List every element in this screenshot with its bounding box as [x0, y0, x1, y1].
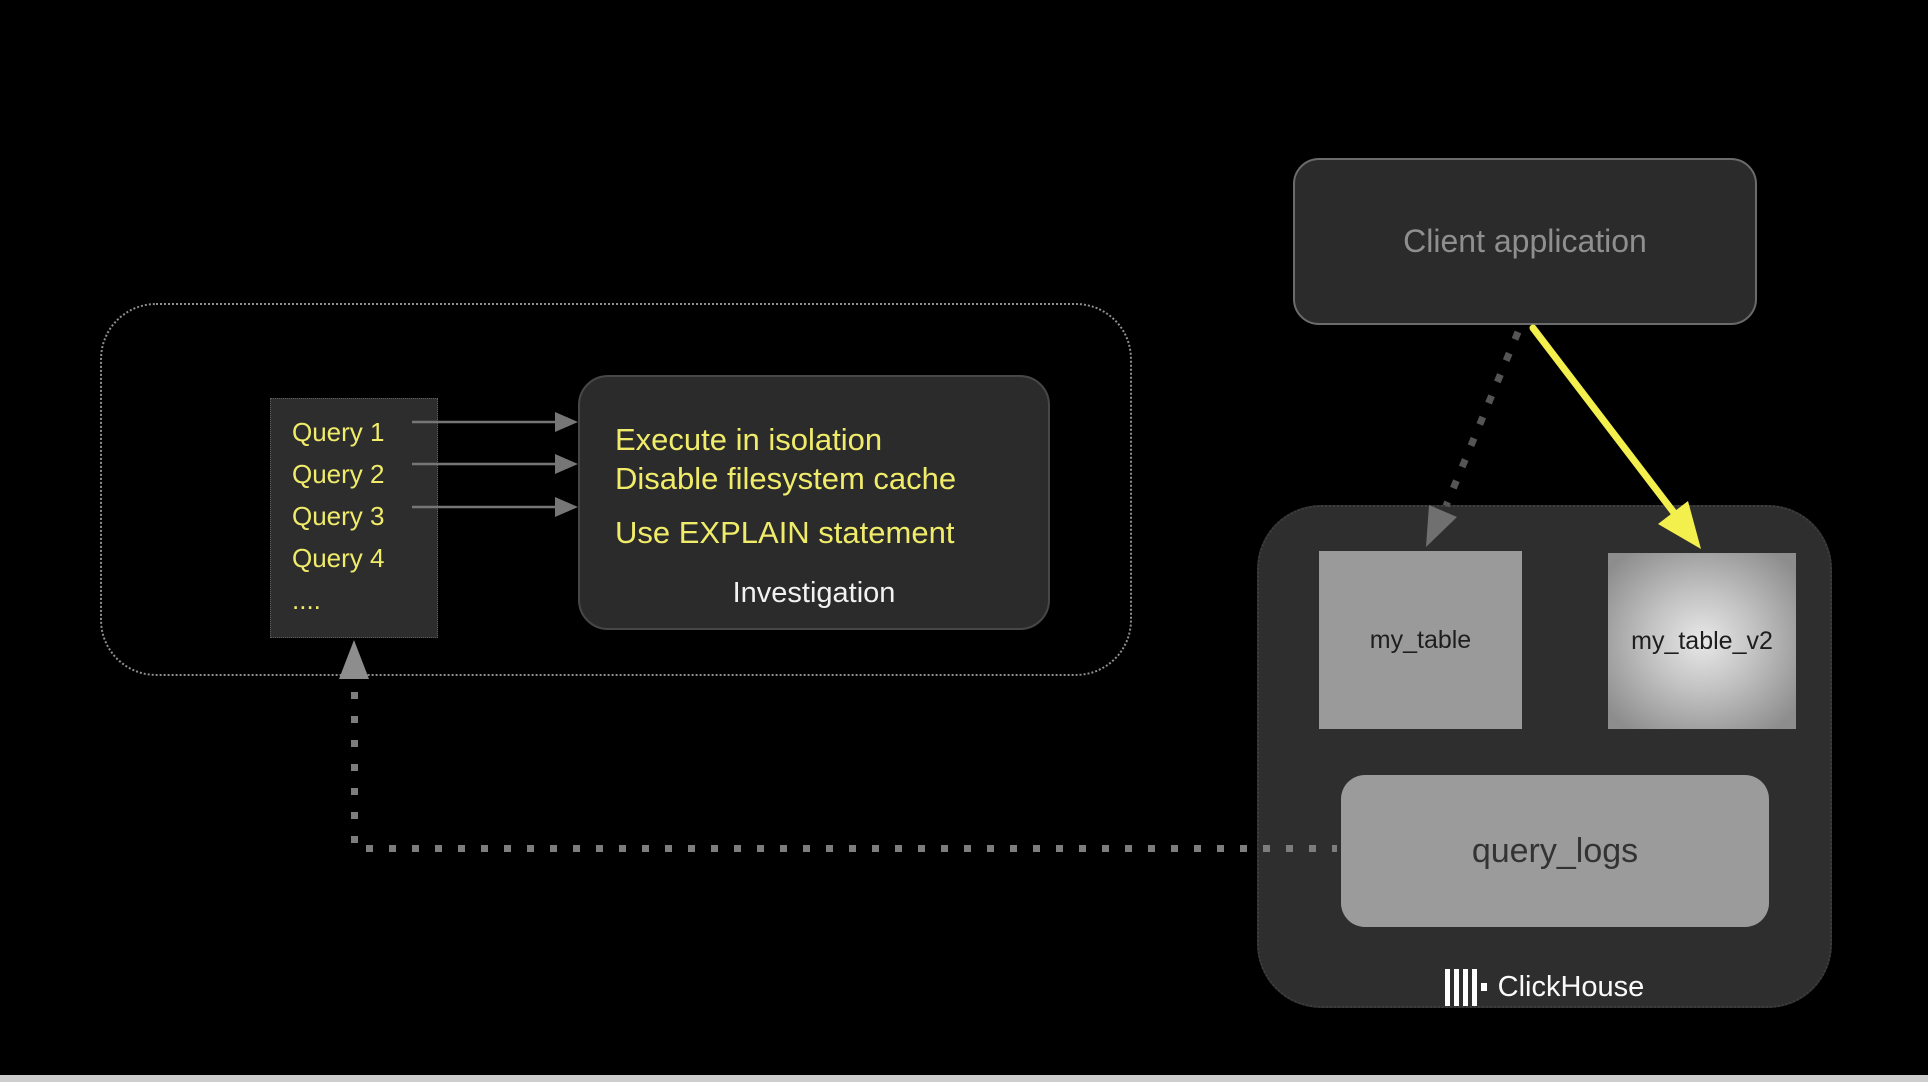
- clickhouse-brand: ClickHouse: [1259, 967, 1830, 1007]
- investigation-label: Investigation: [732, 577, 896, 609]
- my-table-v2-label: my_table_v2: [1631, 626, 1773, 655]
- clickhouse-brand-label: ClickHouse: [1497, 970, 1645, 1003]
- my-table-v2-node: my_table_v2: [1608, 553, 1796, 729]
- client-application-node: Client application: [1293, 158, 1757, 325]
- investigation-group-outline: [100, 303, 1132, 676]
- tip-use-explain: Use EXPLAIN statement: [615, 515, 955, 550]
- clickhouse-node: my_table my_table_v2 query_logs ClickHou…: [1257, 505, 1832, 1008]
- query-list-item: Query 3: [292, 501, 385, 531]
- query-logs-label: query_logs: [1471, 831, 1639, 870]
- investigation-box: Execute in isolation Disable filesystem …: [578, 375, 1050, 630]
- client-application-label: Client application: [1403, 223, 1647, 259]
- screen-edge-strip: [0, 1075, 1928, 1082]
- query-list: Query 1 Query 2 Query 3 Query 4 ....: [270, 398, 438, 638]
- query-list-item: Query 1: [292, 417, 385, 447]
- my-table-label: my_table: [1369, 625, 1472, 654]
- tip-disable-fs-cache: Disable filesystem cache: [615, 461, 957, 496]
- my-table-node: my_table: [1319, 551, 1522, 729]
- query-list-item: Query 4: [292, 543, 385, 573]
- query-logs-node: query_logs: [1341, 775, 1769, 927]
- query-list-item: Query 2: [292, 459, 385, 489]
- query-list-item-ellipsis: ....: [292, 585, 321, 615]
- clickhouse-logo-icon: [1444, 968, 1487, 1006]
- tip-execute-in-isolation: Execute in isolation: [615, 422, 883, 457]
